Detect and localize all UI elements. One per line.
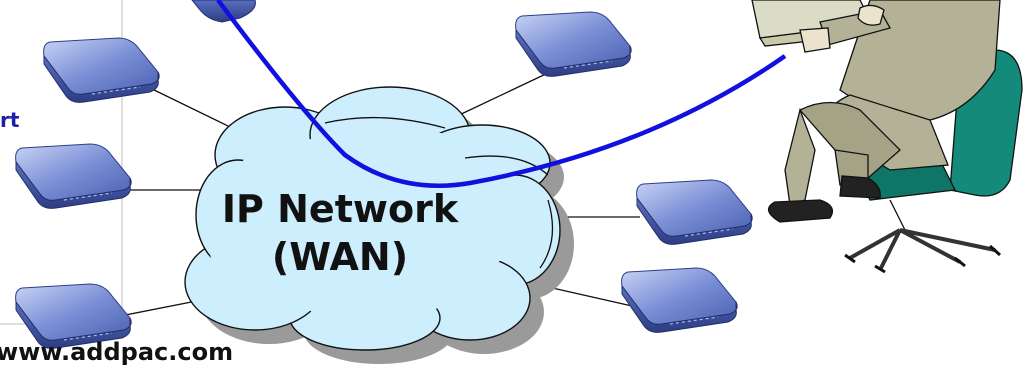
footer-url: www.addpac.com bbox=[0, 338, 234, 366]
voip-gateway-icon bbox=[635, 179, 753, 245]
voip-gateway-icon bbox=[15, 143, 132, 209]
voip-gateway-icon bbox=[620, 267, 738, 333]
cloud-title: IP Network (WAN) bbox=[210, 185, 470, 281]
voip-gateway-icon bbox=[514, 11, 632, 78]
remote-access-link bbox=[216, 0, 787, 188]
cloud-title-line1: IP Network bbox=[221, 187, 459, 231]
link-line-4 bbox=[454, 71, 551, 118]
cloud-title-line2: (WAN) bbox=[271, 235, 409, 279]
voip-gateway-icon bbox=[42, 37, 160, 104]
left-partial-label: rt bbox=[0, 108, 20, 132]
operator-at-terminal-icon bbox=[751, 0, 1023, 274]
link-line-6 bbox=[547, 286, 633, 307]
connection-lines bbox=[109, 71, 640, 319]
